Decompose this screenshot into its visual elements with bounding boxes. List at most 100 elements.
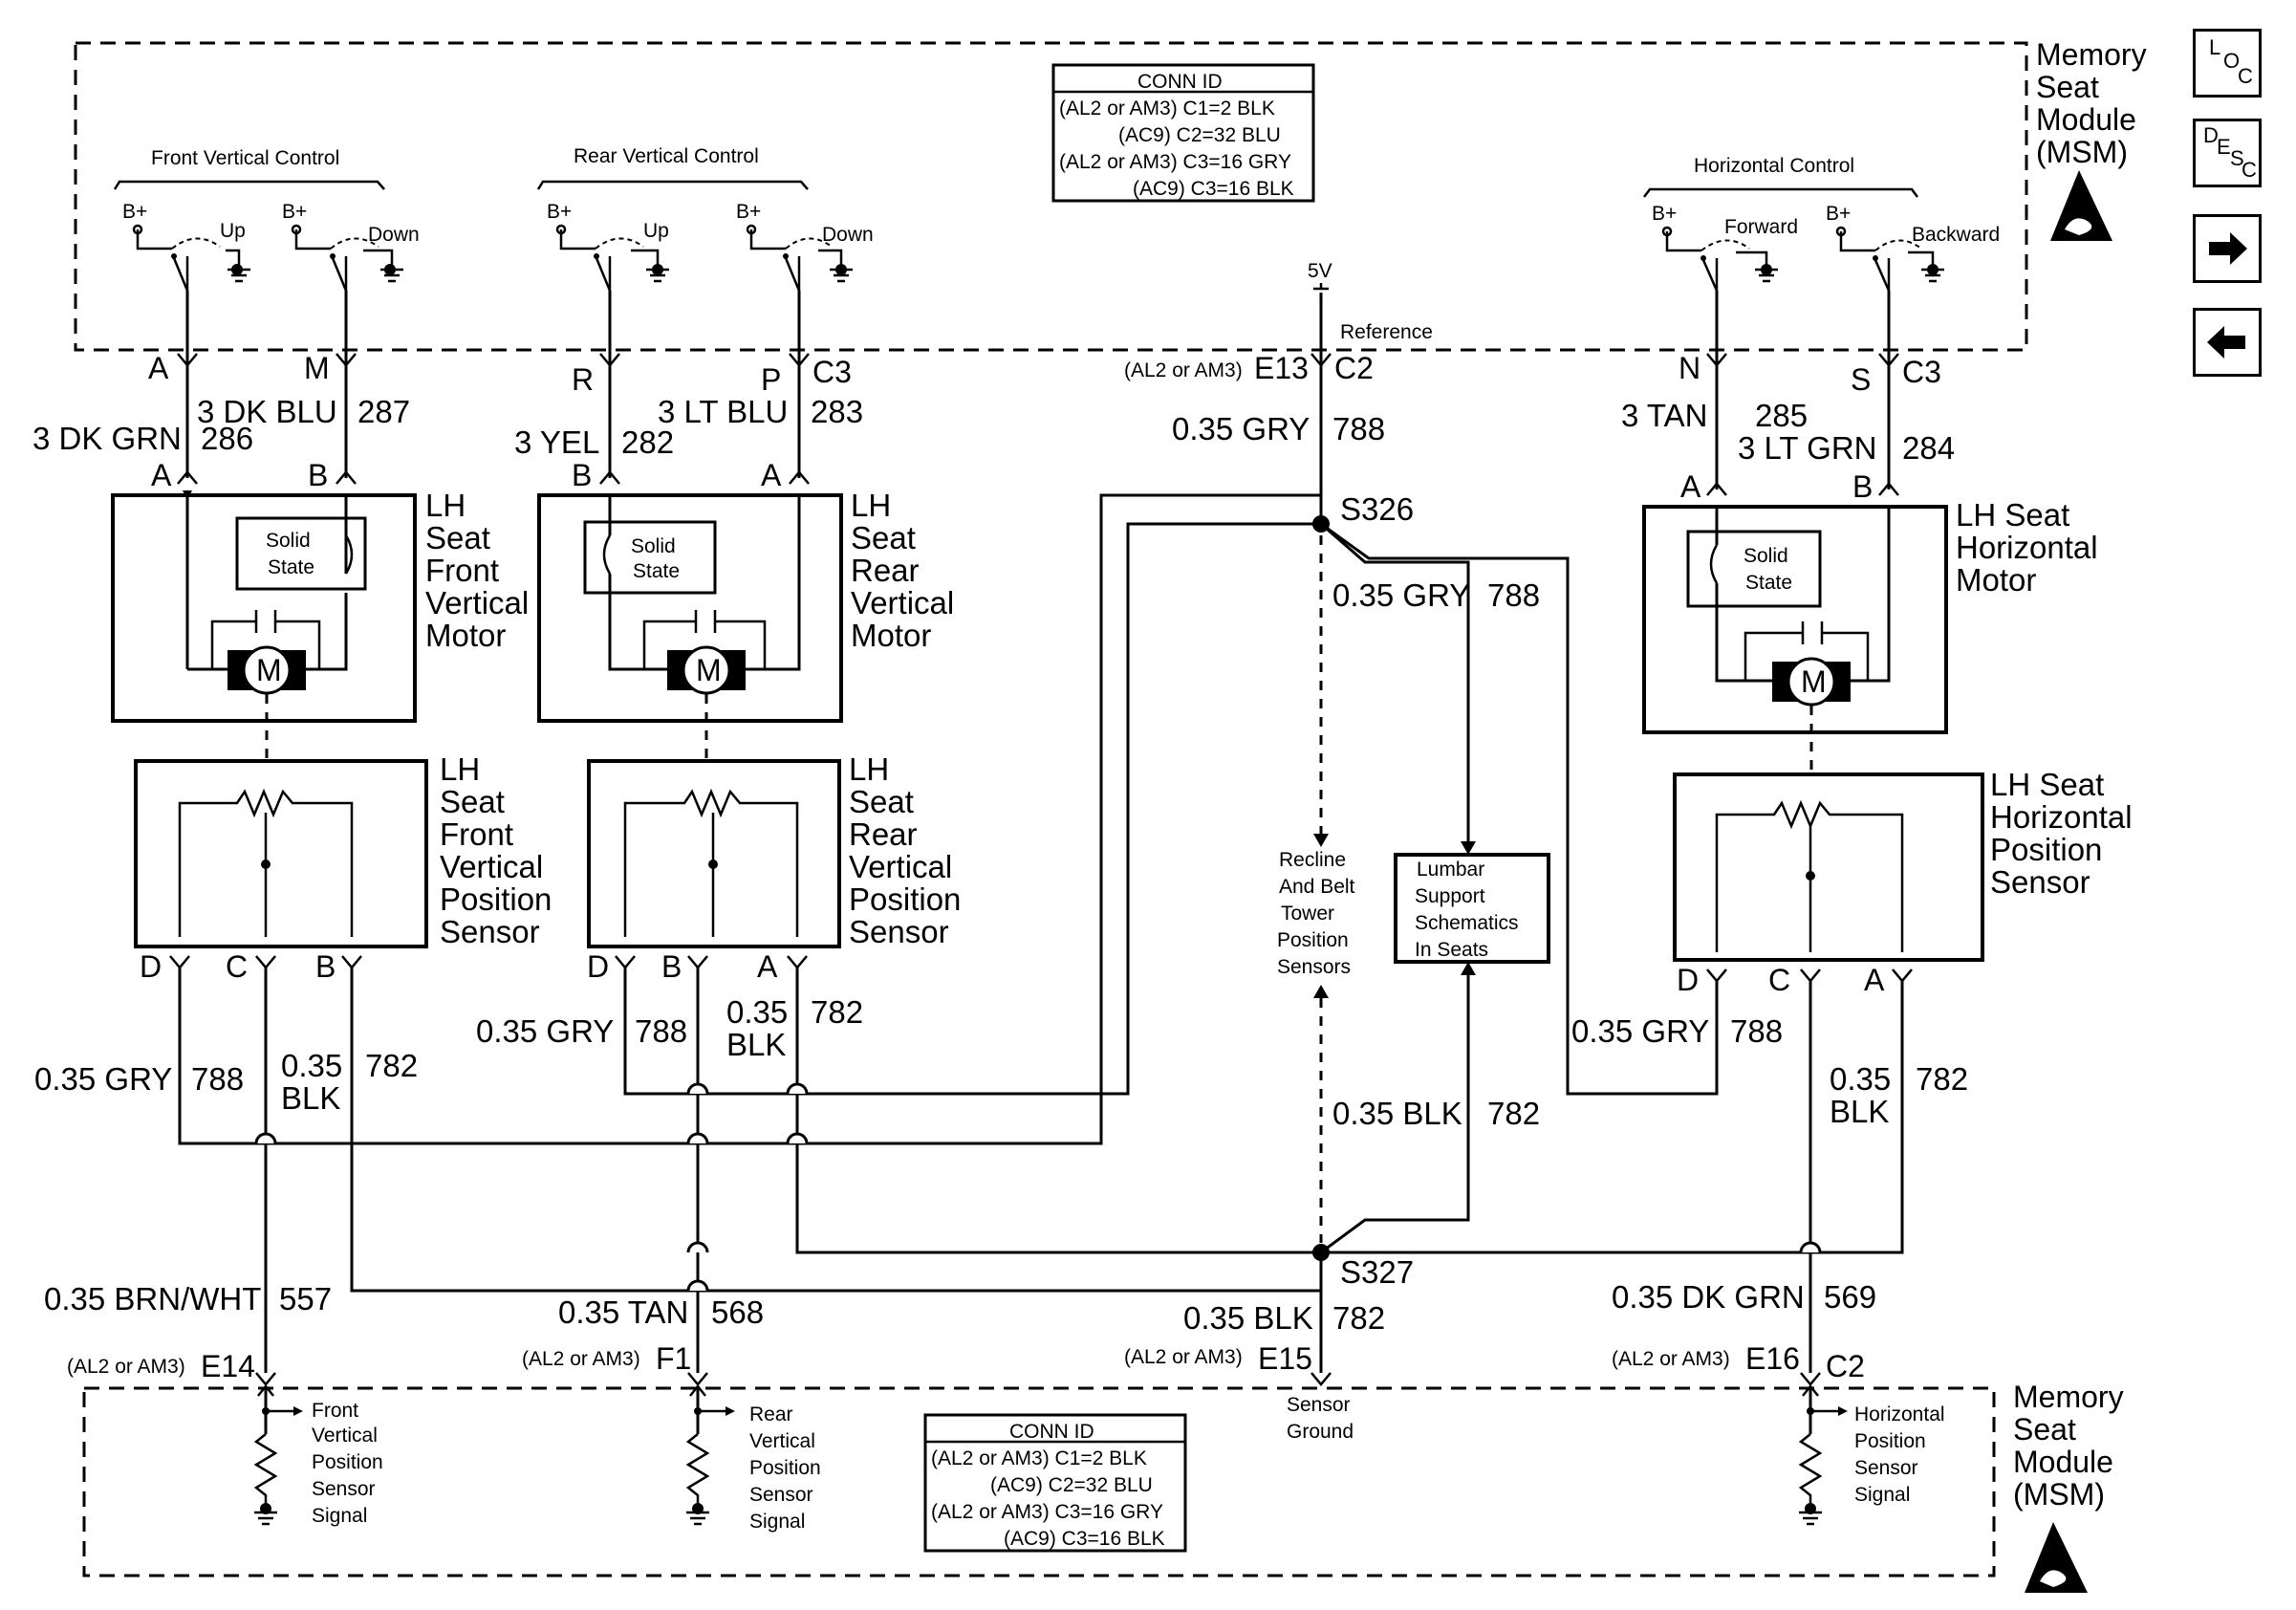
front-vertical-control-label: Front Vertical Control (151, 147, 339, 169)
svg-text:3 LT BLU: 3 LT BLU (658, 394, 788, 429)
svg-text:Front: Front (440, 816, 513, 852)
svg-text:Tower: Tower (1281, 903, 1334, 925)
esd-warning-icon-top (2050, 170, 2112, 241)
svg-text:Vertical: Vertical (749, 1430, 815, 1452)
svg-text:E16: E16 (1745, 1341, 1800, 1376)
svg-text:283: 283 (811, 394, 863, 429)
svg-text:Up: Up (643, 220, 669, 242)
svg-text:Motor: Motor (851, 618, 931, 653)
svg-text:Vertical: Vertical (849, 849, 952, 884)
svg-text:788: 788 (1730, 1013, 1783, 1049)
svg-text:557: 557 (279, 1281, 332, 1316)
svg-text:CONN ID: CONN ID (1009, 1421, 1094, 1443)
switch-rear-up: B+ Up (547, 201, 669, 292)
svg-text:782: 782 (365, 1048, 418, 1083)
loc-letter-l: L (2209, 35, 2221, 59)
svg-text:(AL2 or AM3) C3=16 GRY: (AL2 or AM3) C3=16 GRY (931, 1501, 1163, 1523)
reference-label: Reference (1340, 321, 1433, 343)
svg-text:0.35 GRY: 0.35 GRY (1172, 411, 1310, 446)
svg-text:3 TAN: 3 TAN (1621, 398, 1707, 433)
switch-rear-down: B+ Down (736, 201, 874, 292)
svg-text:Memory: Memory (2013, 1380, 2124, 1414)
horizontal-control-label: Horizontal Control (1694, 155, 1854, 177)
location-button[interactable]: L O C (2193, 29, 2262, 98)
svg-text:Sensor: Sensor (1287, 1394, 1351, 1416)
svg-text:B+: B+ (282, 201, 307, 223)
svg-text:Horizontal: Horizontal (1956, 530, 2098, 565)
svg-text:0.35 TAN: 0.35 TAN (558, 1295, 688, 1330)
svg-text:B: B (308, 458, 328, 492)
svg-text:Position: Position (1990, 832, 2102, 867)
svg-text:Backward: Backward (1912, 224, 2000, 246)
svg-text:B: B (315, 949, 336, 984)
conn-id-title: CONN ID (1137, 71, 1223, 93)
svg-text:(AL2 or AM3): (AL2 or AM3) (1124, 359, 1243, 381)
svg-text:Ground: Ground (1287, 1421, 1354, 1443)
svg-text:0.35: 0.35 (1830, 1061, 1891, 1097)
svg-text:3 YEL: 3 YEL (514, 424, 599, 460)
conn-id-table-top: CONN ID (AL2 or AM3) C1=2 BLK (AC9) C2=3… (1051, 63, 1315, 203)
svg-text:Forward: Forward (1724, 216, 1798, 238)
svg-text:3 DK GRN: 3 DK GRN (32, 421, 182, 456)
svg-text:Solid: Solid (1744, 545, 1788, 567)
front-signal-input: Front Vertical Position Sensor Signal (253, 1383, 383, 1527)
splice-s326 (1312, 515, 1330, 533)
rear-signal-input: Rear Vertical Position Sensor Signal (685, 1383, 821, 1533)
svg-text:S: S (1851, 362, 1871, 397)
desc-letter-s: S (2230, 146, 2244, 170)
svg-text:284: 284 (1902, 430, 1955, 466)
svg-text:Seat: Seat (849, 784, 914, 819)
sensor-pin-labels: D C B D B A D C A (140, 949, 1885, 997)
front-vertical-position-sensor: LH Seat Front Vertical Position Sensor (134, 751, 552, 949)
svg-text:A: A (1864, 963, 1885, 997)
svg-text:D: D (1677, 963, 1699, 997)
description-button[interactable]: D E S C (2193, 119, 2262, 187)
svg-text:782: 782 (1487, 1096, 1540, 1131)
svg-text:A: A (761, 458, 782, 492)
svg-text:Sensor: Sensor (1854, 1457, 1918, 1479)
rear-vertical-position-sensor: LH Seat Rear Vertical Position Sensor (587, 751, 961, 949)
svg-text:And Belt: And Belt (1279, 876, 1355, 898)
svg-text:Signal: Signal (312, 1505, 367, 1527)
svg-text:0.35 GRY: 0.35 GRY (1332, 577, 1470, 613)
svg-text:0.35 GRY: 0.35 GRY (476, 1013, 614, 1049)
lower-wiring (178, 493, 1904, 1373)
bottom-connector-pins: (AL2 or AM3) E14 (AL2 or AM3) F1 (AL2 or… (67, 1341, 1865, 1386)
svg-text:R: R (572, 362, 594, 397)
svg-text:E14: E14 (201, 1349, 255, 1383)
connector-symbols-top (177, 353, 1899, 496)
svg-text:Signal: Signal (1854, 1484, 1910, 1506)
svg-text:E15: E15 (1258, 1341, 1312, 1376)
ref-5v-label: 5V (1308, 260, 1332, 282)
previous-page-button[interactable] (2193, 308, 2262, 377)
svg-text:C: C (1768, 963, 1790, 997)
lumbar-support-box[interactable]: Lumbar Support Schematics In Seats (1394, 853, 1550, 964)
svg-text:0.35 DK GRN: 0.35 DK GRN (1612, 1279, 1805, 1315)
splice-s327 (1312, 1244, 1330, 1261)
svg-text:B+: B+ (1826, 203, 1851, 225)
svg-text:0.35 BLK: 0.35 BLK (1332, 1096, 1462, 1131)
svg-text:0.35: 0.35 (726, 994, 788, 1030)
svg-text:(AC9) C2=32 BLU: (AC9) C2=32 BLU (990, 1474, 1153, 1496)
front-vertical-motor: Solid State M LH Seat Front Vertical Mot… (111, 488, 529, 723)
loc-letter-o: O (2223, 49, 2241, 73)
svg-text:Motor: Motor (425, 618, 506, 653)
next-page-button[interactable] (2193, 214, 2262, 283)
svg-text:Sensor: Sensor (440, 914, 540, 949)
wire-crossovers (254, 1082, 1822, 1292)
svg-text:Solid: Solid (266, 530, 311, 552)
conn-id-table-bottom: CONN ID (AL2 or AM3) C1=2 BLK (AC9) C2=3… (923, 1413, 1187, 1553)
svg-text:BLK: BLK (281, 1080, 340, 1116)
svg-text:Down: Down (368, 224, 420, 246)
svg-text:Position: Position (312, 1451, 383, 1473)
recline-sensors-label: Recline And Belt Tower Position Sensors (1277, 849, 1355, 978)
svg-text:A: A (757, 949, 778, 984)
top-module-label-4: (MSM) (2036, 135, 2128, 169)
svg-text:3 DK BLU: 3 DK BLU (197, 394, 337, 429)
svg-text:(AC9) C3=16 BLK: (AC9) C3=16 BLK (1133, 178, 1294, 200)
svg-text:B+: B+ (1652, 203, 1677, 225)
switch-backward: B+ Backward (1826, 203, 2000, 292)
svg-text:Sensor: Sensor (749, 1484, 813, 1506)
svg-text:287: 287 (357, 394, 410, 429)
svg-text:Signal: Signal (749, 1511, 805, 1533)
